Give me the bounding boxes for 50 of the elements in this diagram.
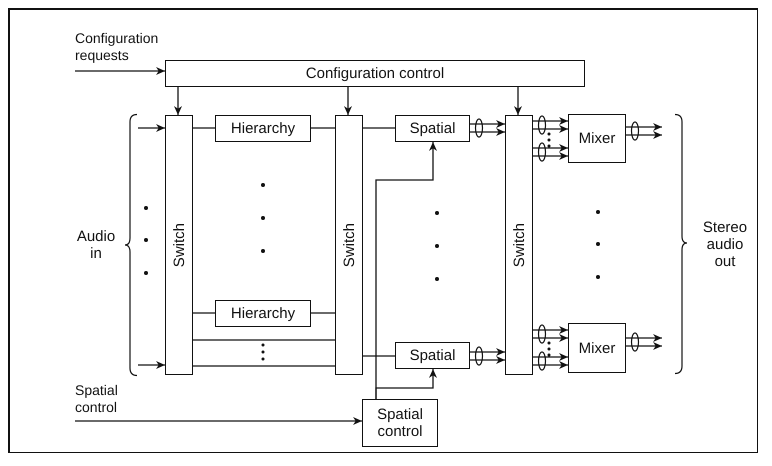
- connector-line: [311, 127, 335, 129]
- arrow: [138, 124, 165, 132]
- arrow: [344, 87, 352, 115]
- bus-arrow: [625, 334, 663, 350]
- box-label: Switch: [340, 222, 358, 268]
- switch-box: [335, 115, 363, 375]
- box-label: Spatial: [410, 120, 456, 137]
- process-box: [215, 115, 311, 142]
- box-label: Configuration control: [306, 65, 444, 82]
- side-label: Stereo audio out: [702, 218, 748, 270]
- box-label: Hierarchy: [230, 120, 296, 137]
- connector-line: [193, 339, 335, 341]
- bus-arrow: [532, 116, 569, 134]
- process-box: [395, 342, 470, 369]
- process-box: [395, 115, 470, 142]
- bus-arrow: [532, 352, 569, 370]
- arrow: [174, 87, 182, 115]
- switch-box: [165, 115, 193, 375]
- box-label: Switch: [170, 222, 188, 268]
- box-label: Switch: [510, 222, 528, 268]
- process-box: [568, 323, 626, 373]
- process-box: [568, 114, 626, 163]
- switch-box: [505, 115, 533, 375]
- bus-arrow: [532, 326, 569, 342]
- box-label: Mixer: [578, 340, 616, 356]
- box-label: Spatial: [410, 347, 456, 364]
- process-box: [165, 60, 585, 87]
- process-box: [362, 399, 438, 447]
- box-label: Mixer: [578, 130, 616, 147]
- connector-line: [363, 355, 395, 357]
- arrow: [138, 360, 165, 370]
- connector-line: [311, 312, 335, 314]
- connector-line: [193, 127, 215, 129]
- connector-line: [193, 312, 215, 314]
- connector-line: [193, 365, 335, 367]
- box-label: Hierarchy: [230, 305, 296, 322]
- arrow: [375, 369, 438, 399]
- bus-arrow: [625, 122, 663, 140]
- process-box: [215, 300, 311, 327]
- arrow: [75, 66, 165, 76]
- side-label: Audio in: [76, 228, 116, 262]
- caption-text: Spatial control: [75, 382, 119, 416]
- arrow: [514, 87, 522, 115]
- bus-arrow: [532, 144, 569, 160]
- bus-arrow: [469, 348, 506, 364]
- caption-text: Configuration requests: [75, 30, 160, 64]
- arrow: [75, 416, 362, 426]
- bus-arrow: [469, 120, 506, 136]
- box-label: Spatial control: [376, 406, 424, 440]
- connector-line: [363, 127, 395, 129]
